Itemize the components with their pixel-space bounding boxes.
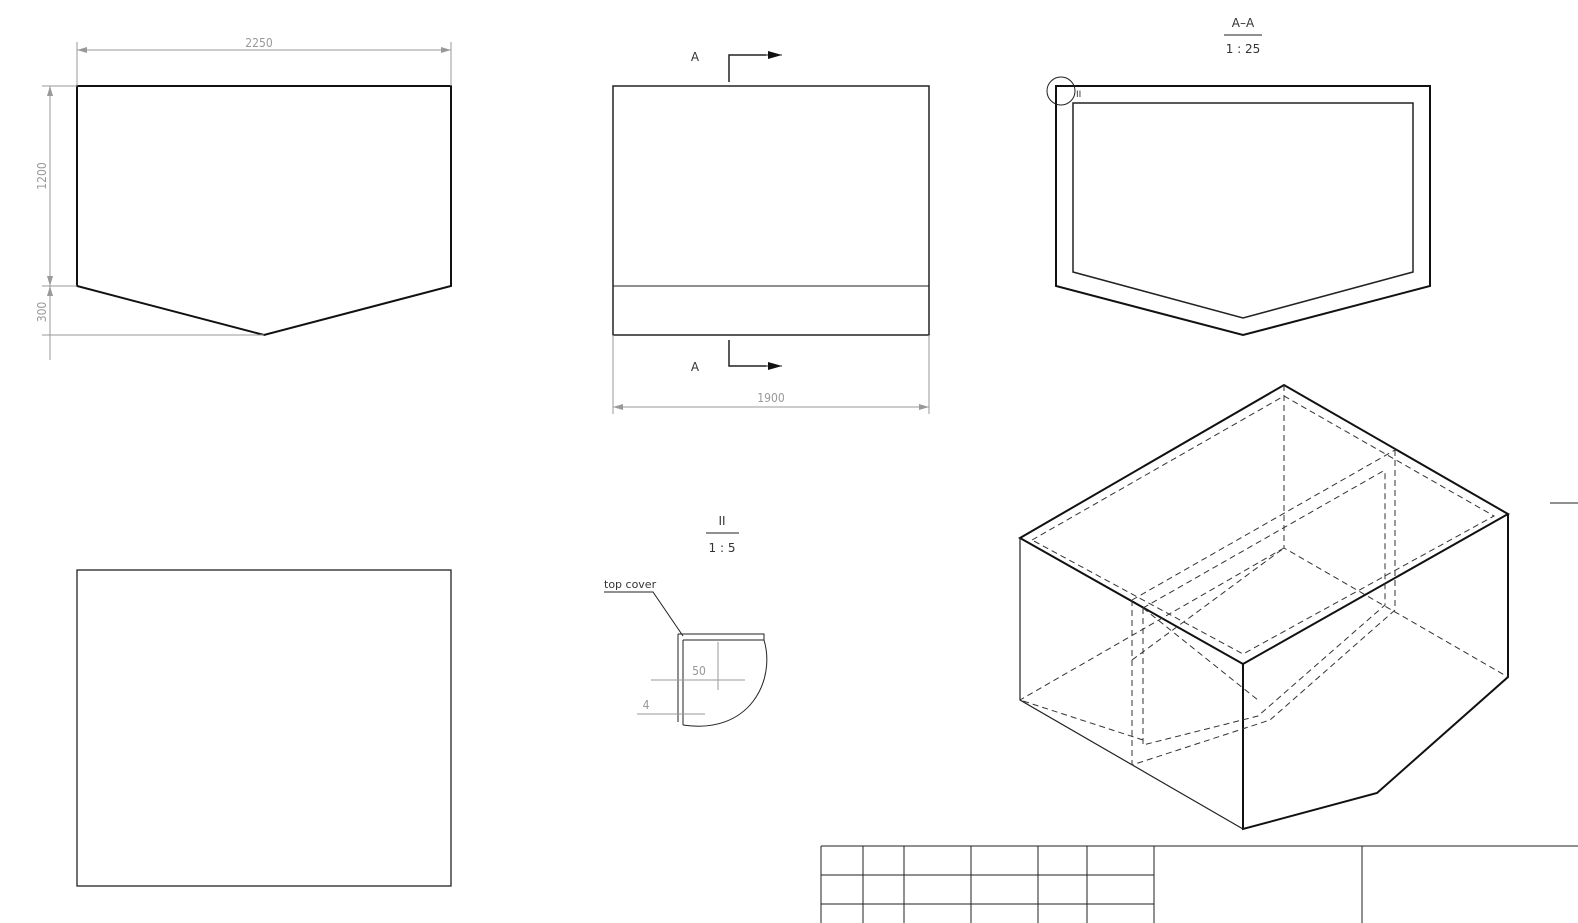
- detail-view: II 1 : 5 top cover 50 4: [604, 514, 768, 727]
- callout-top-cover: top cover: [604, 578, 657, 591]
- detail-title: II: [718, 514, 725, 528]
- dim-thickness: 4: [643, 698, 650, 712]
- section-label-top: A: [691, 50, 700, 64]
- detail-circle: [1046, 76, 1076, 106]
- section-label-bottom: A: [691, 360, 700, 374]
- isometric-view: [1017, 383, 1511, 831]
- front-outline: [76, 85, 452, 337]
- section-view: A–A 1 : 25 II: [1046, 16, 1431, 337]
- section-title: A–A: [1232, 16, 1255, 30]
- detail-scale: 1 : 5: [709, 541, 736, 555]
- dim-flange: 50: [692, 664, 706, 678]
- dim-width: 2250: [245, 36, 273, 50]
- dim-point: 300: [35, 302, 49, 323]
- detail-marker: II: [1076, 90, 1081, 100]
- side-view: A A 1900: [612, 50, 930, 414]
- dim-height: 1200: [35, 162, 49, 190]
- section-scale: 1 : 25: [1226, 42, 1261, 56]
- top-view: [76, 569, 452, 887]
- dim-side-width: 1900: [757, 391, 785, 405]
- front-view: 2250 1200 300: [35, 36, 452, 360]
- title-block: [820, 845, 1578, 923]
